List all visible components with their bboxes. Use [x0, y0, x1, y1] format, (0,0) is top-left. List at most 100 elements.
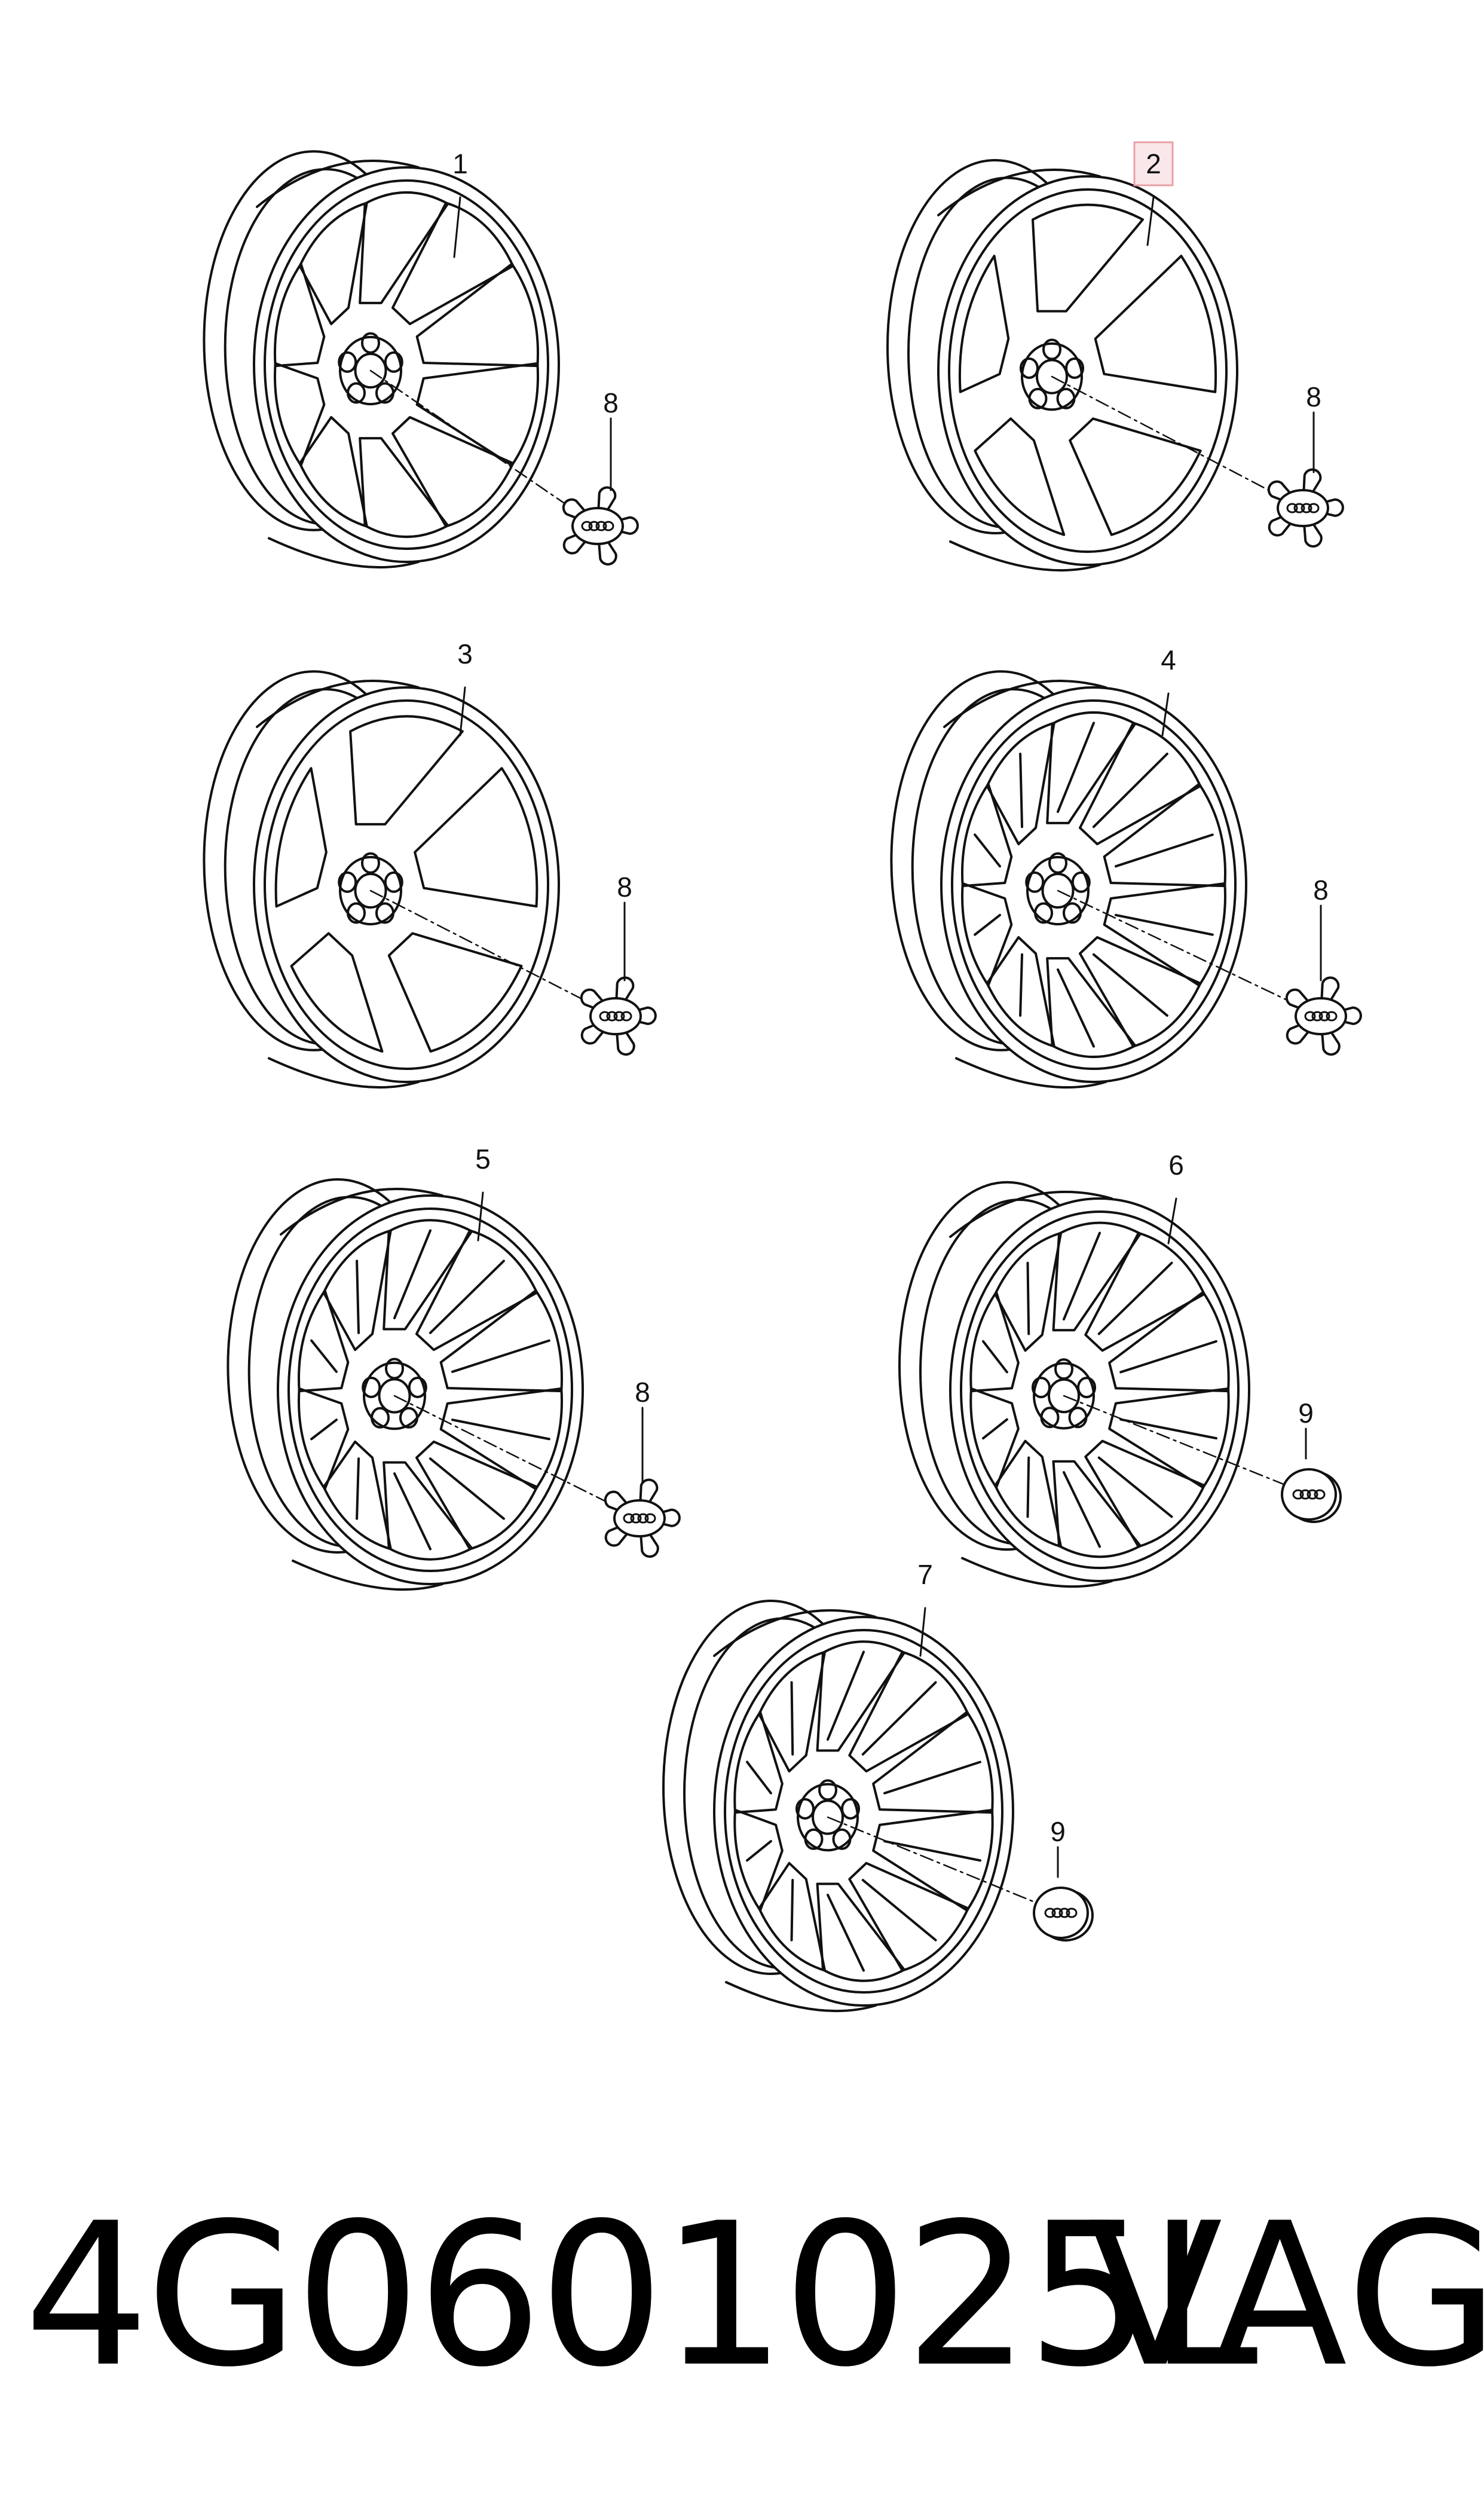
- callout-leader: [459, 686, 466, 736]
- cap-leader-line: [369, 369, 599, 527]
- logo-ring: [1044, 1907, 1056, 1918]
- star-cap-icon: [1285, 976, 1362, 1056]
- wheel-callout-label: 4: [1161, 644, 1176, 675]
- spoke-split-line: [982, 1340, 1008, 1374]
- cap-leader-line: [1063, 1395, 1310, 1496]
- wheel-callout-label: 2: [1146, 148, 1161, 179]
- logo-ring: [630, 1513, 642, 1524]
- lug-hole: [1031, 1377, 1051, 1399]
- logo-ring: [1326, 1011, 1338, 1022]
- wheel-1: 18: [203, 148, 639, 569]
- lug-hole: [361, 332, 380, 354]
- lug-hole: [804, 1828, 824, 1850]
- logo-ring: [1314, 1489, 1326, 1500]
- spoke-window: [274, 767, 328, 908]
- lug-hole: [408, 1376, 427, 1398]
- cap-leader-line: [1057, 889, 1322, 1017]
- spoke-split-line: [1026, 1261, 1030, 1335]
- logo-ring: [1318, 1011, 1330, 1022]
- logo-ring: [1292, 1489, 1304, 1500]
- spoke-split-line: [1119, 1418, 1217, 1440]
- spoke-split-line: [1063, 1231, 1101, 1320]
- hub-bore: [354, 352, 387, 389]
- lug-hole: [1071, 871, 1091, 893]
- wheel-4: 48: [890, 644, 1362, 1089]
- lug-hole: [1028, 387, 1048, 409]
- spoke-split-line: [1092, 953, 1168, 1017]
- cap-callout-label: 9: [1050, 1816, 1066, 1847]
- lug-hole: [1054, 1358, 1073, 1380]
- rim-face-lip: [960, 1210, 1240, 1569]
- spoke-split-line: [393, 1229, 432, 1319]
- star-cap-icon: [562, 486, 639, 565]
- logo-ring: [623, 1513, 635, 1524]
- lug-hole: [1068, 1407, 1088, 1429]
- spoke-split-line: [1115, 913, 1214, 936]
- star-cap-icon: [1267, 468, 1344, 548]
- spoke-split-line: [1097, 1261, 1173, 1335]
- logo-ring: [602, 521, 614, 531]
- footer: 4G0601025L VAG: [0, 2152, 1484, 2439]
- rim-face-outer: [940, 686, 1247, 1083]
- spoke-split-line: [393, 1472, 432, 1551]
- logo-ring: [1311, 1011, 1323, 1022]
- spoke-split-line: [746, 1840, 772, 1862]
- logo-ring: [1306, 1489, 1318, 1500]
- logo-ring: [637, 1513, 649, 1524]
- wheel-7: 79: [662, 1559, 1094, 2013]
- logo-ring: [1299, 1489, 1311, 1500]
- lug-hole: [347, 902, 366, 924]
- spoke-window: [758, 1650, 827, 1773]
- hub-ring: [1021, 342, 1083, 411]
- logo-ring: [1293, 503, 1305, 513]
- cap-callout-label: 8: [1306, 381, 1321, 412]
- cap-leader-line: [827, 1816, 1062, 1914]
- spoke-split-line: [746, 1760, 772, 1794]
- rim-barrel-top: [256, 680, 420, 728]
- part-number: 4G0601025L: [24, 2181, 1258, 2410]
- spoke-window: [322, 1229, 392, 1352]
- cap-disc: [571, 507, 624, 545]
- cap-leader-line: [393, 1395, 641, 1520]
- spoke-split-line: [982, 1418, 1008, 1440]
- spoke-split-line: [790, 1879, 794, 1942]
- cap-disc: [1295, 997, 1347, 1035]
- spoke-split-line: [827, 1650, 865, 1741]
- spoke-window: [298, 201, 368, 325]
- wheel-6: 69: [898, 1150, 1342, 1588]
- logo-ring: [1301, 503, 1312, 513]
- spoke-split-line: [1019, 953, 1024, 1017]
- rim-barrel-bottom: [725, 1981, 877, 2013]
- spoke-window: [1094, 255, 1217, 393]
- callout-highlight-box: [1133, 141, 1174, 187]
- rim-barrel-bottom: [961, 1557, 1113, 1588]
- cap-callout-label: 8: [1313, 875, 1329, 906]
- logo-ring: [1058, 1907, 1070, 1918]
- cap-disc: [1033, 1887, 1089, 1939]
- spoke-split-line: [974, 833, 1001, 868]
- spoke-window: [974, 417, 1066, 536]
- brand-label: VAG: [1088, 2181, 1484, 2410]
- lug-hole: [818, 1779, 837, 1801]
- rim-barrel-top: [256, 160, 420, 208]
- logo-ring: [595, 521, 607, 531]
- lug-hole: [375, 382, 394, 404]
- lug-hole: [1042, 338, 1061, 360]
- lug-hole: [338, 351, 357, 373]
- rim-face-outer: [713, 1616, 1014, 2007]
- spoke-split-line: [356, 1259, 360, 1334]
- round-cap-icon: [1033, 1887, 1094, 1942]
- lug-hole: [371, 1407, 390, 1429]
- cap-disc: [589, 997, 642, 1035]
- lug-hole: [361, 852, 380, 874]
- lug-hole: [375, 902, 394, 924]
- hub-ring: [339, 335, 402, 406]
- rim-face-lip: [948, 188, 1228, 553]
- cap-disc: [1277, 489, 1329, 527]
- lug-hole: [399, 1407, 418, 1429]
- spoke-split-line: [861, 1879, 937, 1942]
- spoke-window: [290, 932, 384, 1053]
- lug-hole: [1025, 871, 1045, 893]
- callout-leader: [1146, 196, 1155, 246]
- spoke-split-line: [1019, 753, 1024, 829]
